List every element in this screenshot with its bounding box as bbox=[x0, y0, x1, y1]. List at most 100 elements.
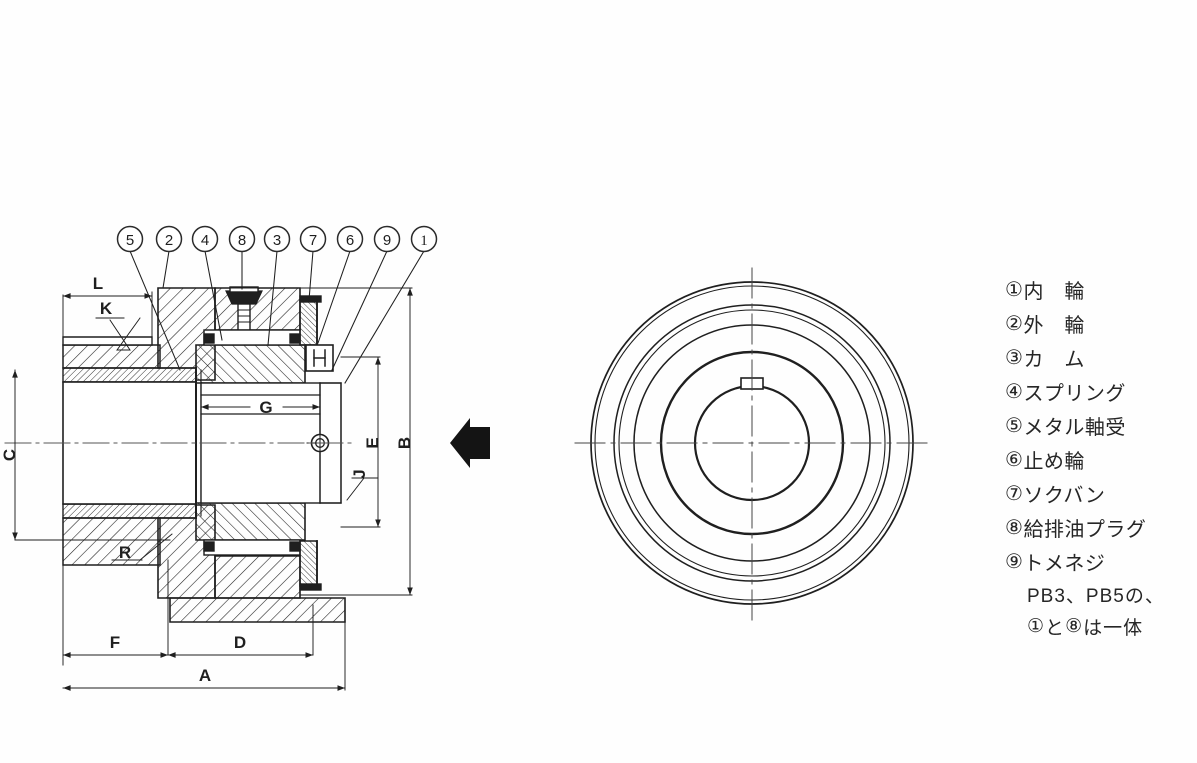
legend-item-label: スプリング bbox=[1023, 382, 1126, 405]
leader-4 bbox=[204, 250, 223, 341]
seal-retaining-assembly-lower bbox=[299, 540, 322, 591]
legend-item-label: ⑥ bbox=[1005, 448, 1024, 471]
set-screw-assembly bbox=[305, 344, 334, 372]
legend-item-label: ⑧ bbox=[1005, 516, 1024, 539]
cam-block-lower-right bbox=[289, 541, 301, 552]
sokuban-lower bbox=[299, 540, 318, 587]
legend-item-label: 内 輪 bbox=[1023, 280, 1085, 303]
callout-number: 8 bbox=[238, 232, 246, 249]
leader-7 bbox=[308, 250, 314, 301]
dim-label-R: R bbox=[119, 543, 131, 562]
leader-1 bbox=[344, 250, 425, 384]
spring-cavity-upper bbox=[203, 329, 301, 346]
dim-label-C: C bbox=[0, 449, 19, 461]
sleeve-wall-lower bbox=[62, 517, 161, 566]
legend-item-5: ⑤ メタル軸受 bbox=[1005, 408, 1197, 442]
legend-item-label: ③ bbox=[1005, 346, 1024, 369]
legend-note-line1: PB3、PB5の、 bbox=[1005, 578, 1197, 610]
legend-item-label: ④ bbox=[1005, 380, 1024, 403]
inner-ring-upper-section bbox=[195, 344, 306, 384]
legend-item-label: トメネジ bbox=[1023, 552, 1106, 575]
legend-note-mid: と bbox=[1045, 617, 1066, 639]
plug-head bbox=[225, 290, 263, 305]
callout-bubbles: 5 2 4 8 3 7 6 bbox=[116, 225, 438, 253]
callout-7: 7 bbox=[299, 225, 327, 253]
legend-item-3: ③ カ ム bbox=[1005, 340, 1197, 374]
leader-2 bbox=[162, 250, 170, 289]
callout-1: 1 bbox=[410, 225, 438, 253]
direction-arrow-icon bbox=[450, 418, 490, 468]
legend-item-1: ① 内 輪 bbox=[1005, 272, 1197, 306]
callout-number: 2 bbox=[165, 232, 173, 249]
dim-label-E: E bbox=[363, 437, 382, 448]
leader-5 bbox=[129, 250, 181, 371]
legend-item-label: ① bbox=[1005, 278, 1024, 301]
parts-legend: ① 内 輪 ② 外 輪 ③ カ ム ④ スプリング ⑤ メタル軸受 ⑥ 止め輪 … bbox=[1005, 272, 1197, 642]
callout-6: 6 bbox=[336, 225, 364, 253]
callout-number: 5 bbox=[126, 232, 134, 249]
legend-item-label: ② bbox=[1005, 312, 1024, 335]
legend-item-2: ② 外 輪 bbox=[1005, 306, 1197, 340]
dim-label-J: J bbox=[350, 469, 369, 478]
dim-K-leader bbox=[109, 317, 141, 351]
legend-item-8: ⑧ 給排油プラグ bbox=[1005, 510, 1197, 544]
legend-item-label: ソクバン bbox=[1023, 484, 1106, 507]
legend-note-text: PB3、PB5の、 bbox=[1027, 585, 1165, 607]
legend-note-num2: ⑧ bbox=[1065, 615, 1084, 637]
legend-note-suffix: は一体 bbox=[1083, 617, 1144, 639]
legend-item-label: 給排油プラグ bbox=[1023, 518, 1147, 541]
sokuban-upper bbox=[299, 299, 318, 346]
leader-3 bbox=[267, 250, 278, 346]
dim-label-K: K bbox=[100, 299, 113, 318]
metal-bearing-lower bbox=[62, 503, 197, 519]
dim-label-G: G bbox=[259, 398, 272, 417]
retaining-ring-lower bbox=[299, 583, 322, 591]
callout-number: 3 bbox=[273, 232, 281, 249]
callout-9: 9 bbox=[373, 225, 401, 253]
callout-leaders bbox=[129, 250, 425, 384]
front-circle-4 bbox=[618, 309, 886, 577]
legend-item-4: ④ スプリング bbox=[1005, 374, 1197, 408]
sleeve-wall-upper bbox=[62, 344, 161, 369]
legend-item-label: ⑤ bbox=[1005, 414, 1024, 437]
dim-label-A: A bbox=[199, 666, 211, 685]
dimension-lines bbox=[12, 287, 413, 691]
legend-item-label: 外 輪 bbox=[1023, 314, 1085, 337]
callout-number: 1 bbox=[420, 233, 428, 249]
callout-5: 5 bbox=[116, 225, 144, 253]
legend-item-label: 止め輪 bbox=[1023, 450, 1085, 473]
callout-number: 6 bbox=[346, 232, 354, 249]
legend-item-label: ⑦ bbox=[1005, 482, 1024, 505]
callout-8: 8 bbox=[228, 225, 256, 253]
callout-number: 9 bbox=[383, 232, 391, 249]
leader-6 bbox=[317, 250, 351, 344]
cam-block-lower-left bbox=[203, 541, 215, 552]
legend-item-7: ⑦ ソクバン bbox=[1005, 476, 1197, 510]
dimension-labels: L K C R F D A G E B J bbox=[0, 274, 414, 685]
callout-3: 3 bbox=[263, 225, 291, 253]
cam-block-upper-right bbox=[289, 333, 301, 344]
callout-2: 2 bbox=[155, 225, 183, 253]
flange-foot-section bbox=[169, 597, 346, 623]
dim-label-D: D bbox=[234, 633, 246, 652]
dim-J-leader bbox=[346, 477, 365, 501]
set-screw-body bbox=[305, 344, 334, 372]
sleeve-collar bbox=[62, 336, 153, 346]
seal-retaining-assembly-upper bbox=[299, 295, 322, 346]
callout-4: 4 bbox=[191, 225, 219, 253]
legend-note-num1: ① bbox=[1027, 615, 1046, 637]
metal-bearing-upper bbox=[62, 367, 197, 383]
oil-plug-assembly bbox=[225, 286, 263, 331]
legend-item-label: ⑨ bbox=[1005, 550, 1024, 573]
dim-R-leader bbox=[139, 533, 173, 561]
callout-number: 4 bbox=[201, 232, 209, 249]
dim-label-F: F bbox=[110, 633, 120, 652]
legend-item-label: メタル軸受 bbox=[1023, 416, 1126, 439]
cam-block-upper-left bbox=[203, 333, 215, 344]
spring-cavity-lower bbox=[203, 539, 301, 556]
legend-item-9: ⑨ トメネジ bbox=[1005, 544, 1197, 578]
dim-label-L: L bbox=[93, 274, 103, 293]
front-view bbox=[574, 267, 931, 621]
outer-ring-lower-right-section bbox=[214, 555, 301, 599]
